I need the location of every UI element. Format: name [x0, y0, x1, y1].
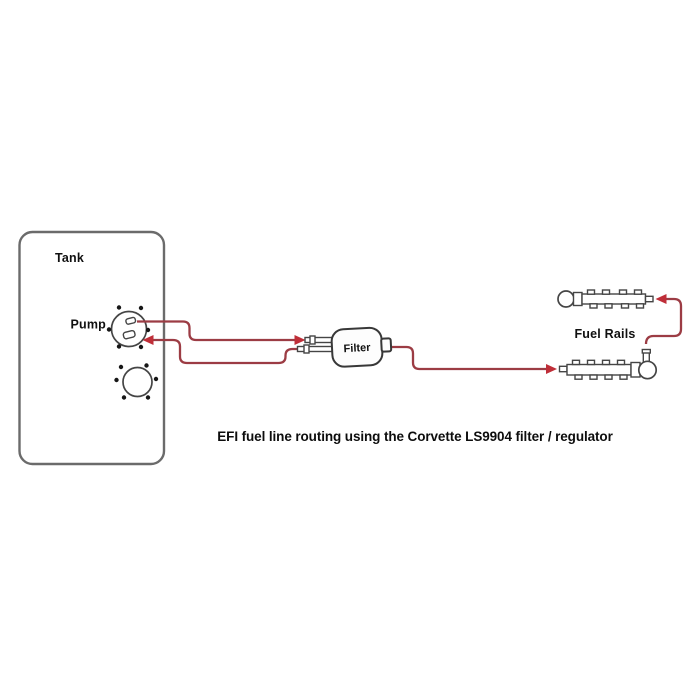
rail-damper-ball — [557, 290, 575, 308]
bolt-icon — [114, 377, 119, 383]
injector-port — [618, 289, 628, 295]
inlet-tube — [304, 336, 334, 344]
filter-inlet-tube — [304, 335, 334, 345]
bolt-icon — [121, 395, 127, 400]
access-ring-outline — [122, 366, 153, 398]
bolt-icon — [145, 395, 151, 400]
inlet-tube-flange — [309, 335, 316, 345]
bolt-icon — [116, 344, 122, 349]
pump-ports — [122, 316, 137, 340]
injector-port — [601, 289, 611, 295]
filter-return-tube — [296, 344, 334, 354]
fuel-lines — [137, 294, 683, 374]
feed-line-filter-to-rail — [391, 345, 546, 371]
fuel-rail-right-bank — [558, 348, 658, 380]
injector-port — [586, 289, 596, 295]
injector-port — [571, 359, 581, 366]
bolt-icon — [118, 364, 124, 370]
injector-port — [635, 303, 645, 309]
injector-ports — [586, 289, 645, 309]
fuel-pump-flange — [106, 305, 151, 350]
arrowhead-into-right-rail-icon — [546, 364, 557, 374]
injector-port — [619, 374, 628, 380]
tank-label: Tank — [55, 251, 84, 265]
injector-port — [604, 374, 613, 380]
rail-collar — [572, 291, 583, 307]
filter-outlet-port — [380, 337, 393, 353]
injector-port — [601, 359, 611, 366]
injector-port — [589, 303, 598, 309]
filter-body-group: Filter — [330, 326, 393, 368]
return-line-filter-to-pump — [152, 338, 300, 365]
injector-port — [616, 359, 626, 366]
injector-port — [574, 374, 583, 380]
rail-inlet-nipple — [644, 295, 654, 303]
bolt-icon — [144, 363, 149, 368]
fuel-tank: Tank Pump — [18, 230, 166, 466]
pump-flange-bolts — [106, 305, 151, 350]
supply-line-pump-to-filter — [137, 320, 295, 342]
injector-port — [586, 359, 596, 366]
injector-port — [604, 303, 613, 309]
fuel-rails-label: Fuel Rails — [574, 327, 635, 341]
bolt-icon — [138, 305, 144, 311]
pump-outlet-port — [125, 316, 137, 325]
injector-port — [620, 303, 630, 309]
bolt-icon — [138, 344, 144, 350]
rail-inlet-nipple — [558, 365, 568, 373]
filter-label: Filter — [343, 342, 371, 355]
arrowhead-into-left-rail-icon — [655, 294, 667, 304]
crossover-fitting-cap — [641, 348, 651, 354]
injector-port — [633, 289, 643, 295]
crossover-line-rail-to-rail — [644, 297, 683, 345]
bolt-icon — [145, 327, 151, 333]
pump-access-ring — [114, 363, 159, 400]
bolt-icon — [153, 376, 159, 382]
diagram-caption: EFI fuel line routing using the Corvette… — [217, 429, 613, 444]
injector-port — [589, 374, 598, 380]
rail-damper-ball — [637, 360, 658, 380]
return-tube — [296, 345, 334, 353]
inline-filter-regulator: Filter — [296, 326, 393, 368]
fuel-rail-left-bank — [557, 289, 654, 309]
rail-bar — [581, 293, 647, 305]
bolt-icon — [116, 305, 122, 310]
access-ring-bolts — [114, 363, 159, 400]
injector-ports — [571, 359, 628, 380]
fuel-tank-outline — [18, 230, 166, 466]
arrowhead-into-pump-icon — [142, 335, 154, 345]
bolt-icon — [106, 327, 112, 332]
rail-bar — [566, 363, 632, 376]
return-tube-flange — [303, 344, 310, 354]
arrowhead-into-filter-icon — [294, 335, 306, 345]
pump-return-port — [122, 329, 136, 340]
pump-label: Pump — [70, 318, 106, 332]
pump-flange-ring — [110, 310, 148, 348]
